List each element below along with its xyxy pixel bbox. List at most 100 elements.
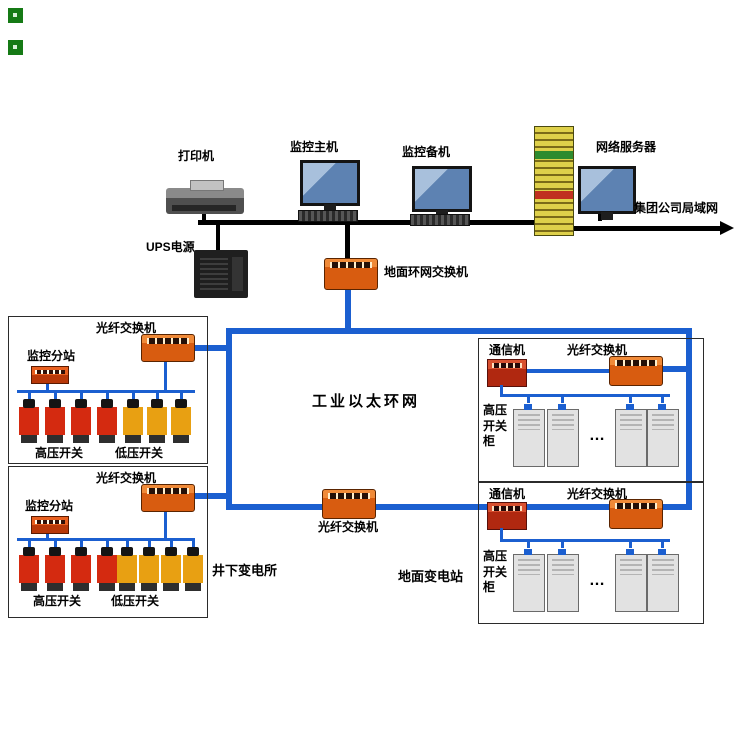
lan-arrow-head-icon — [720, 221, 734, 235]
server-label: 网络服务器 — [596, 140, 657, 154]
hv-cabinet-device — [647, 549, 679, 612]
substation-label: 监控分站 — [27, 349, 76, 363]
server-rack-device — [534, 126, 574, 236]
host-keyboard-icon — [298, 210, 358, 222]
comm-switch-link-line — [525, 369, 609, 373]
hv-switch-label: 高压开关 — [35, 446, 84, 460]
cabinet-drop-line — [561, 397, 564, 403]
switch-bus-line — [164, 360, 167, 390]
hv-cabinet-device — [615, 404, 647, 467]
ground-substation-caption: 地面变电站 — [398, 569, 464, 584]
lan-label: 集团公司局域网 — [634, 201, 719, 215]
cabinet-drop-line — [629, 542, 632, 548]
hv-switch-device — [19, 399, 39, 443]
comm-device — [487, 502, 527, 530]
hv-switch-device — [97, 399, 117, 443]
device-drop-line — [126, 541, 129, 547]
lv-switch-label: 低压开关 — [111, 594, 160, 608]
ring-right-line — [686, 328, 692, 510]
substation-bus-line — [46, 532, 49, 538]
right-bottom-box: 通信机 光纤交换机 高压开关柜 … — [478, 482, 704, 624]
comm-device — [487, 359, 527, 387]
device-drop-line — [106, 393, 109, 399]
hv-cabinet-device — [615, 549, 647, 612]
ground-switch-drop-line — [345, 225, 350, 258]
hv-cabinet-label: 高压开关柜 — [483, 403, 508, 449]
cabinet-bus-line — [500, 539, 670, 542]
lv-switch-device — [117, 547, 137, 591]
substation-bus-line — [46, 382, 49, 390]
left-top-box: 光纤交换机 监控分站 高压开关 低压开关 — [8, 316, 208, 464]
hv-cabinet-device — [547, 404, 579, 467]
device-drop-line — [28, 393, 31, 399]
ring-stub-right-top — [658, 366, 692, 372]
lv-switch-device — [171, 399, 191, 443]
ups-device — [194, 250, 248, 298]
device-bus-line — [17, 390, 195, 393]
lan-bus-line — [198, 220, 568, 225]
cabinet-drop-line — [561, 542, 564, 548]
hv-switch-device — [71, 399, 91, 443]
lv-switch-device — [123, 399, 143, 443]
server-monitor-icon — [578, 166, 636, 220]
hv-cabinet-device — [647, 404, 679, 467]
device-drop-line — [132, 393, 135, 399]
lv-switch-device — [147, 399, 167, 443]
host-monitor-icon — [300, 160, 360, 212]
cabinet-drop-line — [661, 397, 664, 403]
corner-mark-icon — [8, 40, 23, 55]
hv-switch-label: 高压开关 — [33, 594, 82, 608]
hv-cabinet-device — [513, 549, 545, 612]
fiber-switch-device — [609, 499, 663, 529]
device-drop-line — [80, 393, 83, 399]
ring-bottom-line — [226, 504, 692, 510]
hv-switch-device — [19, 547, 39, 591]
lv-switch-device — [139, 547, 159, 591]
hv-switch-device — [45, 547, 65, 591]
corner-mark-icon — [8, 8, 23, 23]
ground-switch-label: 地面环网交换机 — [384, 265, 469, 279]
backup-keyboard-icon — [410, 214, 470, 226]
cabinet-drop-line — [661, 542, 664, 548]
hv-switch-device — [45, 399, 65, 443]
device-drop-line — [106, 541, 109, 547]
lv-switch-device — [183, 547, 203, 591]
cabinet-drop-line — [629, 397, 632, 403]
ring-drop-line — [345, 288, 351, 330]
right-top-box: 通信机 光纤交换机 高压开关柜 … — [478, 338, 704, 482]
device-drop-line — [192, 541, 195, 547]
left-bottom-box: 光纤交换机 监控分站 高压开关 低压开关 — [8, 466, 208, 618]
ring-fiber-switch-device — [322, 489, 376, 519]
fiber-switch-device — [609, 356, 663, 386]
comm-label: 通信机 — [489, 343, 526, 357]
hv-cabinet-device — [547, 549, 579, 612]
fiber-switch-label: 光纤交换机 — [96, 321, 157, 335]
monitor-substation-device — [31, 516, 69, 534]
underground-substation-caption: 井下变电所 — [212, 563, 278, 578]
host-label: 监控主机 — [290, 140, 339, 154]
cabinet-bus-line — [500, 394, 670, 397]
ring-stub-left-top — [194, 345, 232, 351]
ring-fiber-switch-label: 光纤交换机 — [318, 520, 379, 534]
server-drop-line — [598, 210, 602, 221]
substation-label: 监控分站 — [25, 499, 74, 513]
monitor-substation-device — [31, 366, 69, 384]
printer-drop-line — [202, 212, 206, 221]
hv-switch-device — [97, 547, 117, 591]
device-drop-line — [180, 393, 183, 399]
ups-drop-line — [216, 225, 220, 252]
fiber-switch-device — [141, 334, 195, 362]
ellipsis-text: … — [589, 572, 605, 589]
device-drop-line — [170, 541, 173, 547]
device-drop-line — [54, 393, 57, 399]
device-drop-line — [80, 541, 83, 547]
backup-label: 监控备机 — [402, 145, 451, 159]
ring-top-line — [226, 328, 692, 334]
ground-ring-switch-device — [324, 258, 378, 290]
switch-bus-line — [164, 510, 167, 538]
device-drop-line — [156, 393, 159, 399]
ups-label: UPS电源 — [146, 240, 195, 254]
comm-bus-line — [500, 385, 503, 395]
ring-title: 工业以太环网 — [312, 393, 421, 410]
